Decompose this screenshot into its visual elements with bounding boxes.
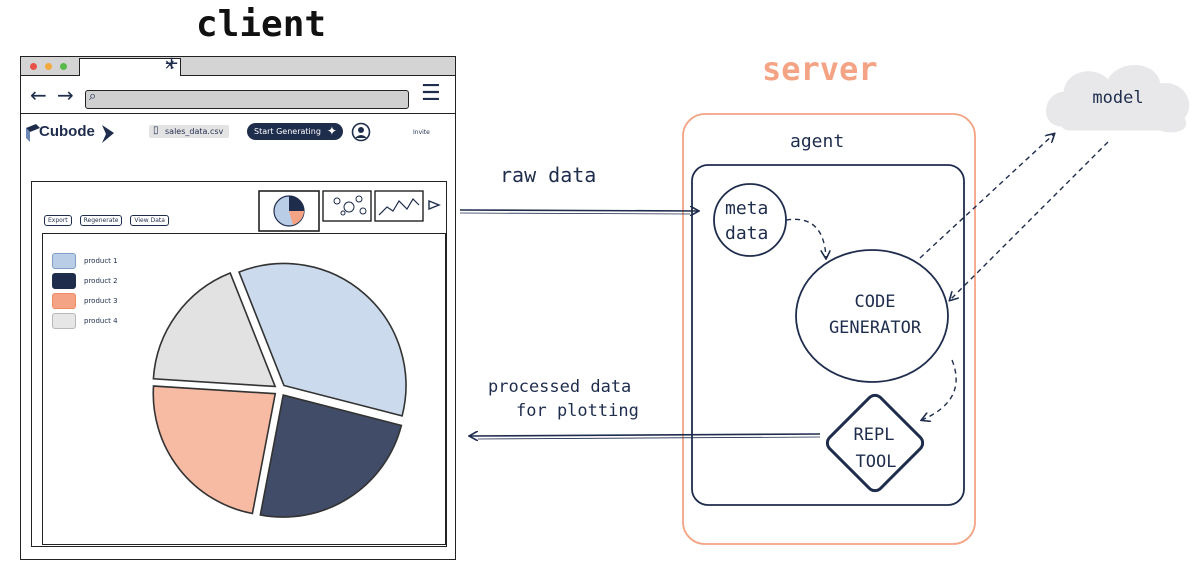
legend-item-product-4: product 4 bbox=[52, 311, 118, 331]
legend-swatch-product-4 bbox=[52, 313, 76, 329]
browser-tab[interactable]: × bbox=[79, 57, 181, 76]
file-chip-label: sales_data.csv bbox=[165, 127, 224, 136]
server-title: server bbox=[762, 50, 878, 88]
raw-data-label: raw data bbox=[500, 163, 596, 187]
legend-label: product 4 bbox=[84, 317, 118, 325]
client-title: client bbox=[196, 4, 327, 45]
app-toolbar: Cubode ▯ sales_data.csv Start Generating… bbox=[21, 119, 455, 147]
model-cloud-icon bbox=[1046, 65, 1190, 133]
pie-slice-product-2[interactable] bbox=[259, 394, 403, 518]
line-thumbnail-icon bbox=[378, 198, 420, 216]
chart-type-selector bbox=[258, 190, 441, 232]
new-tab-icon[interactable]: + bbox=[164, 53, 180, 74]
legend-item-product-2: product 2 bbox=[52, 271, 118, 291]
export-button[interactable]: Export bbox=[44, 215, 72, 226]
meta-data-label-line-1: meta bbox=[725, 198, 768, 219]
chart-legend: product 1 product 2 product 3 product 4 bbox=[52, 251, 118, 331]
model-to-generator-arrow bbox=[950, 141, 1109, 300]
cubode-logo-icon bbox=[26, 124, 40, 142]
avatar-icon[interactable] bbox=[351, 122, 371, 142]
processed-data-label-line-2: for plotting bbox=[516, 401, 639, 421]
pie-thumbnail-slice-orange bbox=[289, 211, 304, 225]
back-arrow-icon[interactable]: ← bbox=[30, 83, 47, 107]
processed-data-arrow bbox=[470, 434, 821, 436]
pie-slice-product-4[interactable] bbox=[152, 272, 277, 388]
chart-frame bbox=[42, 233, 446, 545]
raw-data-arrow bbox=[459, 210, 698, 211]
file-icon: ▯ bbox=[153, 125, 159, 136]
scatter-chart-thumbnail[interactable] bbox=[322, 190, 372, 222]
legend-swatch-product-2 bbox=[52, 273, 76, 289]
next-chart-arrow-icon[interactable] bbox=[428, 199, 441, 211]
pie-slice-product-3[interactable] bbox=[152, 385, 277, 515]
close-window-dot[interactable] bbox=[30, 63, 37, 70]
maximize-window-dot[interactable] bbox=[60, 63, 67, 70]
browser-nav-bar: ← → ☰ bbox=[21, 77, 455, 114]
server-box bbox=[682, 113, 976, 545]
agent-box bbox=[691, 164, 965, 506]
code-generator-label-line-2: GENERATOR bbox=[829, 318, 922, 338]
repl-tool-label-line-2: TOOL bbox=[856, 452, 897, 472]
line-chart-thumbnail[interactable] bbox=[374, 190, 424, 222]
meta-data-label-line-2: data bbox=[725, 223, 768, 244]
processed-data-label-line-1: processed data bbox=[488, 377, 631, 397]
start-generating-button[interactable]: Start Generating ✦ bbox=[247, 123, 343, 140]
brand-chevron-icon bbox=[102, 125, 114, 143]
legend-label: product 3 bbox=[84, 297, 118, 305]
start-generating-label: Start Generating bbox=[254, 127, 321, 136]
code-generator-label-line-1: CODE bbox=[855, 292, 896, 312]
raw-data-arrow-shadow bbox=[459, 212, 691, 215]
agent-label: agent bbox=[790, 131, 844, 152]
forward-arrow-icon[interactable]: → bbox=[57, 83, 74, 107]
legend-swatch-product-1 bbox=[52, 253, 76, 269]
action-buttons: Export Regenerate View Data bbox=[44, 215, 169, 226]
legend-label: product 2 bbox=[84, 277, 118, 285]
brand-name: Cubode bbox=[39, 123, 95, 140]
generator-to-model-arrow bbox=[919, 134, 1054, 259]
legend-label: product 1 bbox=[84, 257, 118, 265]
sparkle-icon: ✦ bbox=[326, 124, 337, 138]
scatter-thumbnail-icon bbox=[333, 195, 367, 216]
invite-link[interactable]: Invite bbox=[413, 129, 430, 136]
legend-item-product-1: product 1 bbox=[52, 251, 118, 271]
search-icon: ⌕ bbox=[89, 89, 97, 104]
legend-swatch-product-3 bbox=[52, 293, 76, 309]
processed-data-arrow-shadow bbox=[477, 436, 821, 440]
meta-to-generator-arrow bbox=[785, 218, 826, 258]
file-chip[interactable]: ▯ sales_data.csv bbox=[149, 125, 230, 138]
browser-tab-bar: × + bbox=[21, 53, 455, 76]
address-bar[interactable]: ⌕ bbox=[85, 89, 409, 109]
meta-data-node bbox=[713, 183, 787, 257]
generator-to-repl-arrow bbox=[922, 359, 957, 420]
content-panel bbox=[31, 181, 447, 547]
close-tab-icon[interactable]: × bbox=[164, 57, 176, 73]
pie-thumbnail-slice-dark bbox=[289, 196, 304, 211]
repl-tool-node bbox=[825, 393, 925, 493]
pie-slice-product-1[interactable] bbox=[238, 262, 407, 417]
repl-tool-label-line-1: REPL bbox=[854, 425, 895, 445]
code-generator-node bbox=[795, 249, 949, 383]
view-data-button[interactable]: View Data bbox=[130, 215, 169, 226]
model-label: model bbox=[1092, 88, 1143, 108]
regenerate-button[interactable]: Regenerate bbox=[79, 215, 123, 226]
minimize-window-dot[interactable] bbox=[45, 63, 52, 70]
legend-item-product-3: product 3 bbox=[52, 291, 118, 311]
menu-icon[interactable]: ☰ bbox=[421, 81, 441, 106]
